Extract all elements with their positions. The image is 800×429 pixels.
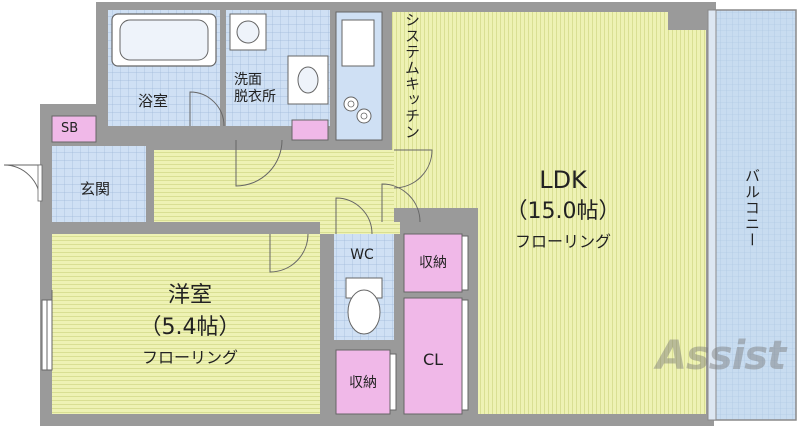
- fridge-space: [291, 119, 329, 141]
- closet: [403, 297, 463, 415]
- shoe-box-label: SB: [61, 121, 79, 136]
- ldk-size: （15.0帖）: [505, 199, 621, 224]
- interior-doors: [51, 91, 433, 320]
- toilet-label: WC: [350, 247, 374, 263]
- toilet-bowl: [347, 289, 381, 335]
- western-room-floor-type: フローリング: [141, 348, 239, 367]
- sliding-doors: [389, 235, 469, 411]
- ldk-name: LDK: [539, 166, 587, 194]
- storage-1: [403, 233, 463, 293]
- entrance-door-swing: [3, 164, 41, 202]
- corridor-floor: [320, 222, 400, 234]
- entrance-label: 玄関: [80, 180, 111, 198]
- storage-2: [335, 349, 391, 415]
- storage-1-label: 収納: [419, 255, 447, 271]
- ldk-floor: [392, 12, 706, 414]
- windows: [41, 299, 53, 371]
- hallway-floor: [154, 150, 394, 222]
- balcony-label: バルコニー: [743, 168, 761, 248]
- western-room-floor: [52, 234, 320, 414]
- bathtub-inner: [119, 19, 209, 61]
- kitchen-sink: [341, 19, 375, 67]
- bathroom-label: 浴室: [138, 92, 169, 110]
- balcony-area: [713, 9, 797, 421]
- western-room-size: （5.4帖）: [139, 315, 241, 340]
- shoe-box: [51, 115, 97, 143]
- washroom-label: 洗面 脱衣所: [234, 72, 276, 105]
- kitchen-label: システムキッチン: [403, 12, 421, 140]
- balcony-rail: [707, 9, 717, 421]
- closet-label: CL: [422, 350, 444, 369]
- assist-watermark: Assist: [656, 333, 786, 379]
- western-room-name: 洋室: [167, 283, 213, 308]
- entrance-floor: [52, 146, 146, 222]
- ldk-floor-type: フローリング: [514, 232, 612, 251]
- storage-2-label: 収納: [349, 375, 377, 391]
